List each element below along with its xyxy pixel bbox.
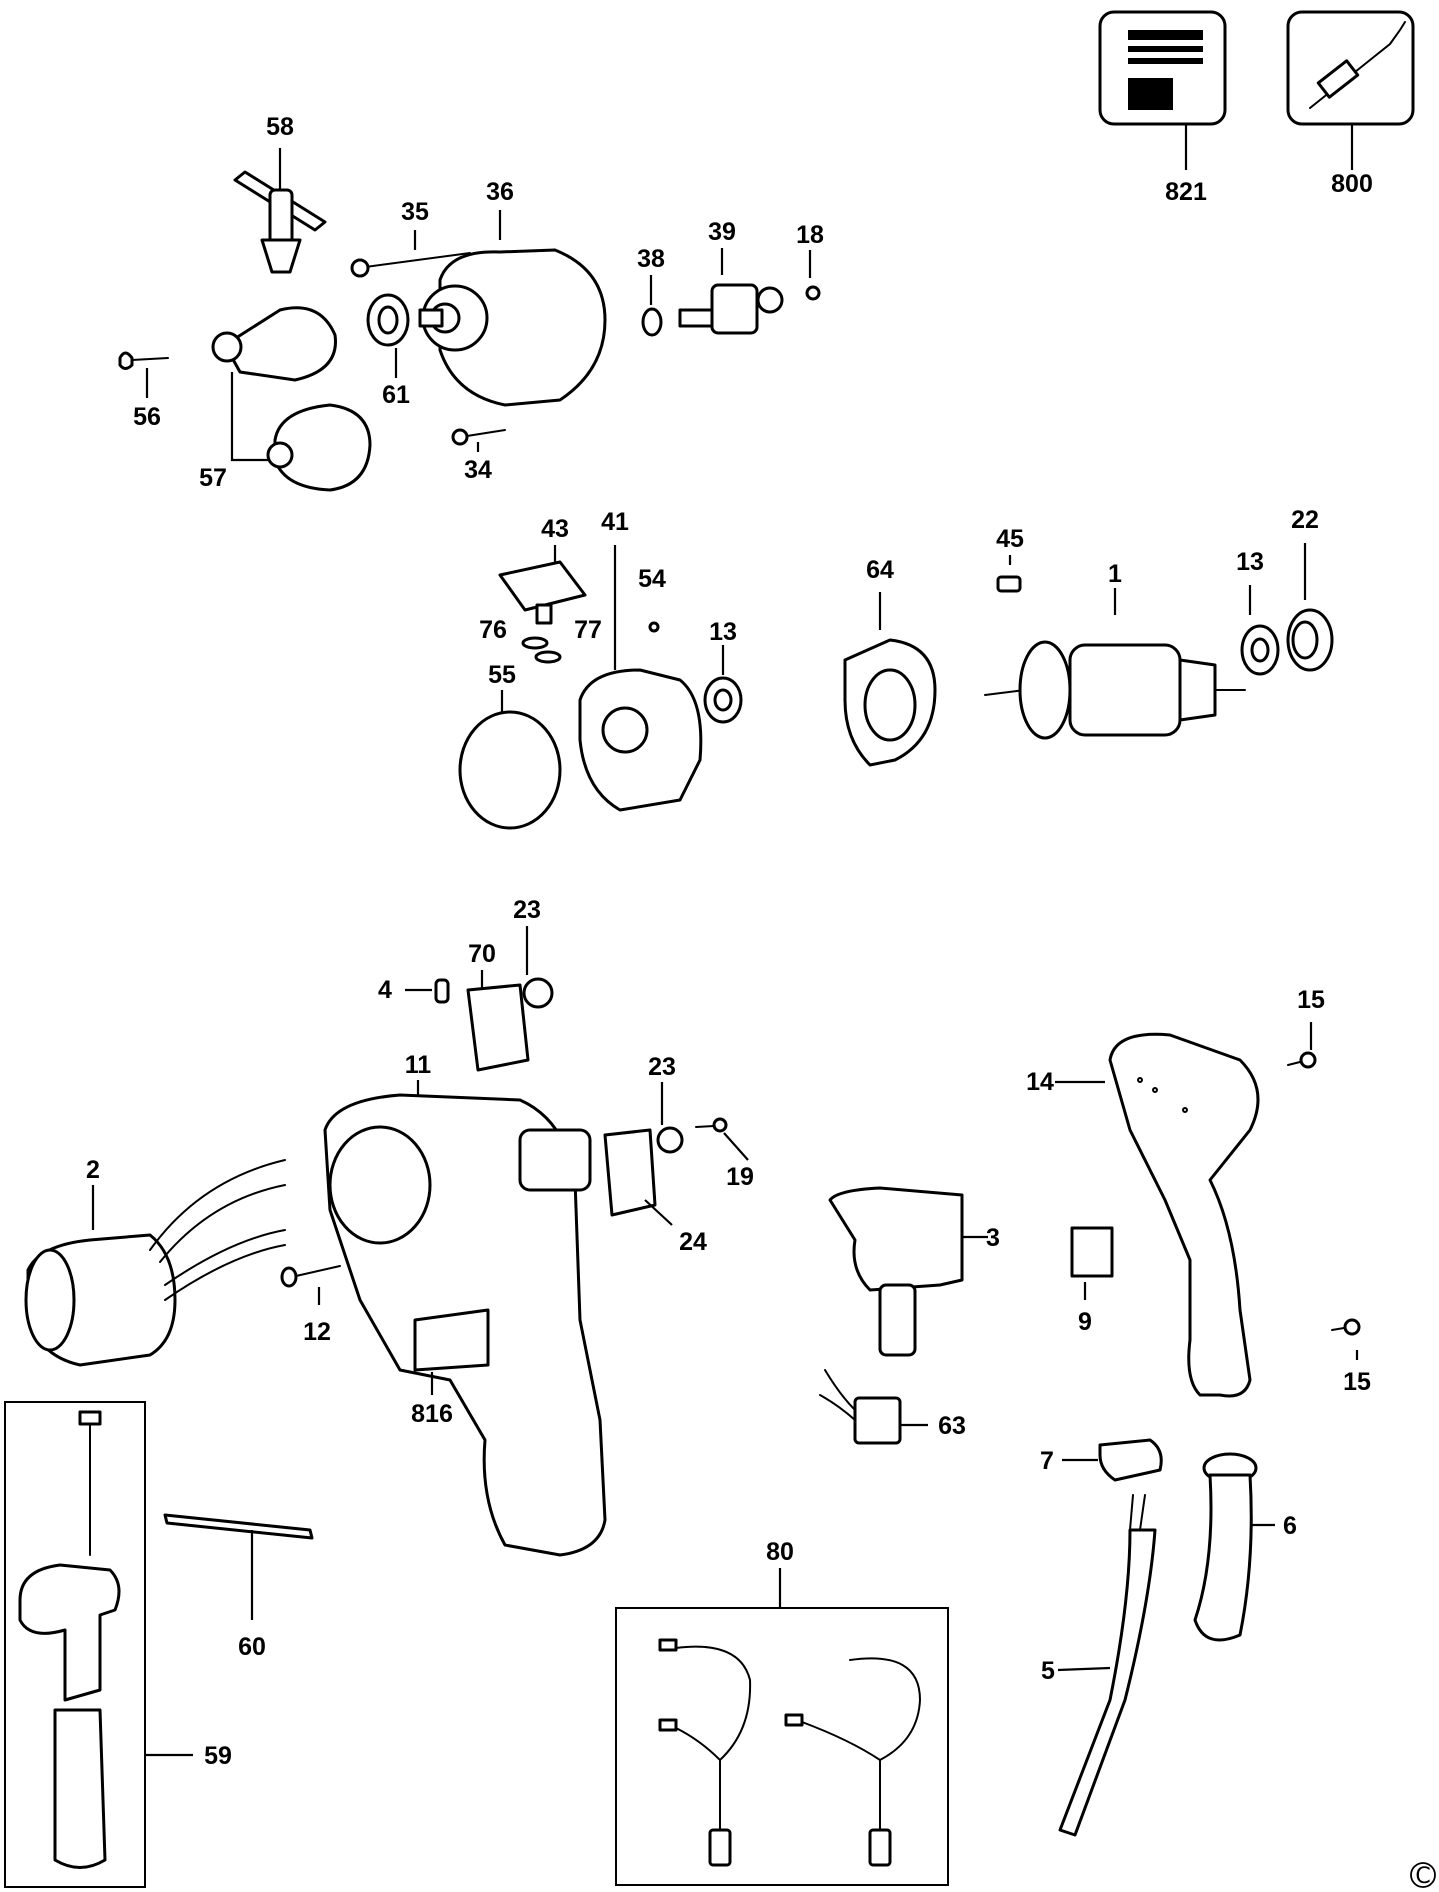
part-label-19: 19 [726,1163,754,1191]
part-54-ball [648,621,660,633]
part-label-13b: 13 [1236,548,1264,576]
part-39-gear [678,248,784,335]
part-800-illustration [1286,10,1415,170]
part-63-capacitor [819,1369,928,1445]
part-58-chuck-key [233,148,327,274]
part-label-70: 70 [468,940,496,968]
part-816-label [413,1308,490,1395]
part-14-handle-cover [1055,1032,1260,1398]
part-label-56: 56 [133,403,161,431]
part-70-brush-assembly [466,970,530,1072]
part-label-24: 24 [679,1228,707,1256]
part-34-screw [451,428,506,452]
part-19-screw [695,1117,749,1161]
part-label-36: 36 [486,178,514,206]
part-24-brush-assembly [603,1128,673,1226]
part-59-side-handle [4,1401,193,1888]
part-label-14: 14 [1026,1068,1054,1096]
part-23-brush-spring-a [522,926,554,1009]
part-label-13a: 13 [709,618,737,646]
part-23-brush-spring-b [656,1082,684,1154]
part-label-15a: 15 [1297,986,1325,1014]
part-45-block [996,555,1022,593]
part-label-80: 80 [766,1538,794,1566]
part-label-34: 34 [464,456,492,484]
part-label-6: 6 [1283,1512,1297,1540]
part-76-77-washers [521,636,562,664]
part-label-63: 63 [938,1412,966,1440]
part-label-45: 45 [996,525,1024,553]
part-label-43: 43 [541,515,569,543]
part-13-bearing-a [703,645,743,724]
part-label-59: 59 [204,1742,232,1770]
part-label-38: 38 [637,245,665,273]
part-label-54: 54 [638,565,666,593]
part-1-armature [984,588,1246,740]
part-821-illustration [1098,10,1227,170]
part-15-screw-b [1331,1318,1361,1360]
part-label-816: 816 [411,1400,453,1428]
part-57-chuck [211,306,372,492]
part-64-brush-holder [843,592,937,767]
part-label-35: 35 [401,198,429,226]
part-label-1: 1 [1108,560,1122,588]
part-label-60: 60 [238,1633,266,1661]
part-label-22: 22 [1291,506,1319,534]
part-label-57: 57 [199,464,227,492]
part-35-screw [350,230,471,278]
part-80-carbon-brushes [615,1568,949,1886]
part-60-depth-rod [163,1513,314,1620]
part-label-39: 39 [708,218,736,246]
part-3-switch [828,1186,988,1357]
part-label-12: 12 [303,1318,331,1346]
part-7-cord-clamp [1062,1438,1163,1482]
part-label-9: 9 [1078,1308,1092,1336]
part-label-3: 3 [986,1224,1000,1252]
copyright-mark: C [1410,1862,1436,1889]
part-38-washer [641,275,663,337]
part-56-screw [118,351,169,398]
part-label-800: 800 [1331,170,1373,198]
part-label-5: 5 [1041,1657,1055,1685]
part-label-77: 77 [574,616,602,644]
part-4-clip [405,978,450,1004]
part-label-58: 58 [266,113,294,141]
part-6-cord-protector [1193,1452,1275,1642]
part-label-11: 11 [405,1051,432,1079]
part-label-61: 61 [382,381,410,409]
part-5-cord [1057,1494,1157,1837]
part-label-64: 64 [866,556,894,584]
part-12-screw [280,1265,341,1305]
part-label-76: 76 [479,616,507,644]
part-55-o-ring [458,690,562,830]
part-label-23a: 23 [513,896,541,924]
copyright-letter: C [1415,1864,1430,1889]
part-9-block [1070,1226,1114,1300]
part-43-plate [498,545,587,625]
part-label-55: 55 [488,661,516,689]
part-36-gear-housing [418,210,607,407]
part-label-821: 821 [1165,178,1207,206]
part-label-18: 18 [796,221,824,249]
part-label-41: 41 [601,508,629,536]
part-13-bearing-b [1240,585,1280,676]
part-61-washer [366,293,410,378]
part-18-ball [805,250,821,301]
part-label-7: 7 [1040,1447,1054,1475]
part-22-bearing-cup [1286,543,1334,672]
part-15-screw-a [1287,1022,1317,1069]
part-label-23b: 23 [648,1053,676,1081]
part-label-4: 4 [378,976,392,1004]
part-2-field [24,1159,286,1367]
part-label-15b: 15 [1343,1368,1371,1396]
part-41-motor-end-cap [578,545,703,812]
part-label-2: 2 [86,1156,100,1184]
